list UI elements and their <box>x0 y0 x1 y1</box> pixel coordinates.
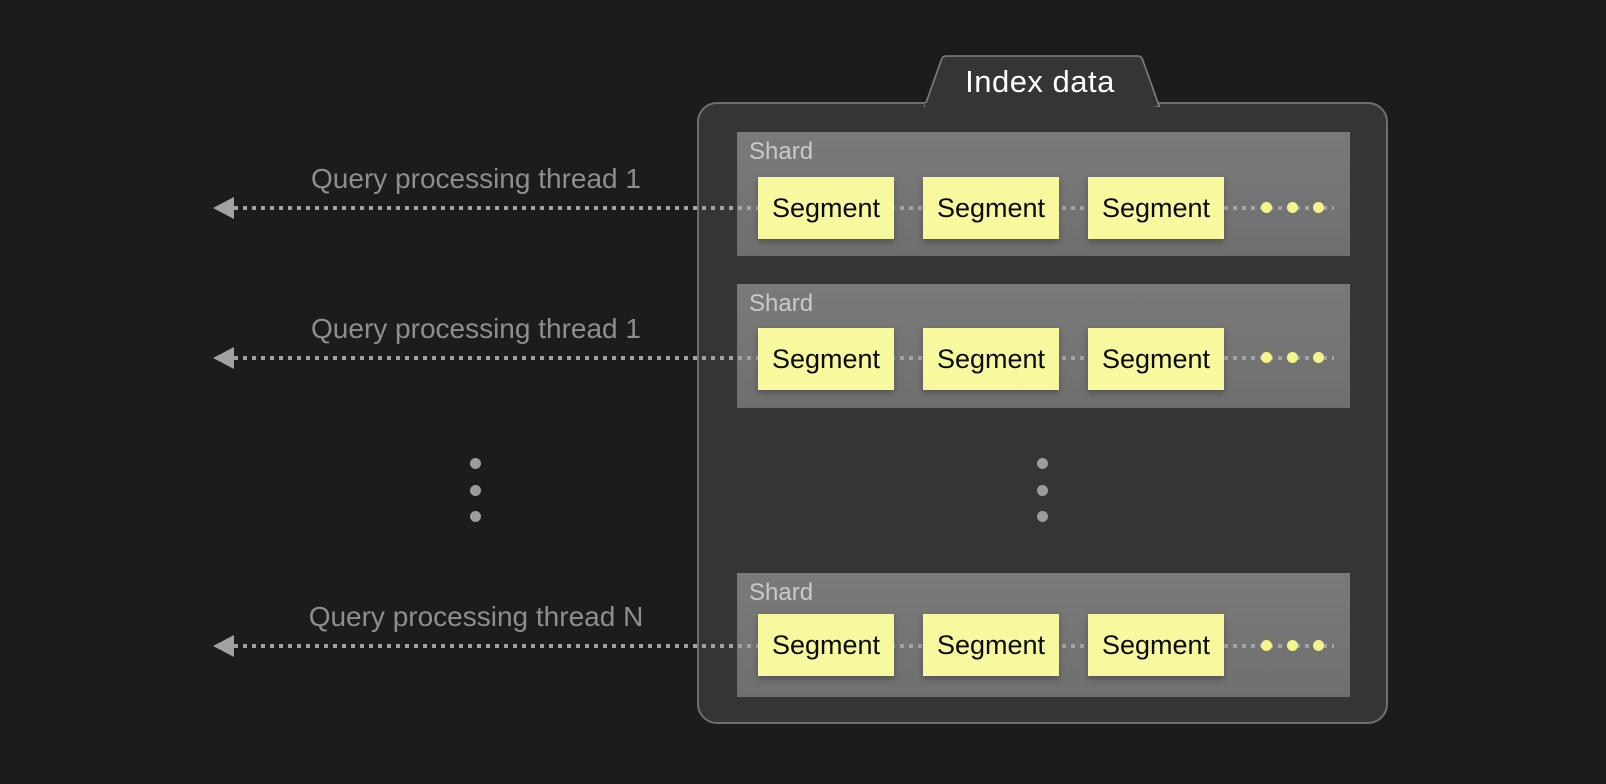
more-segments-dot-icon <box>1313 352 1324 363</box>
index-data-tab <box>918 55 1162 107</box>
left-arrow-icon <box>213 197 234 219</box>
more-shards-ellipsis-dot-icon <box>1037 511 1048 522</box>
segment-box: Segment <box>758 177 894 239</box>
segment-box: Segment <box>1088 614 1224 676</box>
query-thread-label-1: Query processing thread 1 <box>311 163 641 194</box>
left-arrow-icon <box>213 635 234 657</box>
left-arrow-icon <box>213 347 234 369</box>
more-shards-ellipsis-dot-icon <box>1037 485 1048 496</box>
more-segments-dot-icon <box>1287 640 1298 651</box>
more-threads-ellipsis-dot-icon <box>470 511 481 522</box>
more-segments-dot-icon <box>1261 640 1272 651</box>
more-segments-dot-icon <box>1261 202 1272 213</box>
shard-label: Shard <box>749 290 814 317</box>
more-segments-dot-icon <box>1313 640 1324 651</box>
more-threads-ellipsis-dot-icon <box>470 458 481 469</box>
more-segments-dot-icon <box>1287 202 1298 213</box>
segment-box: Segment <box>1088 177 1224 239</box>
more-segments-dot-icon <box>1313 202 1324 213</box>
more-segments-dot-icon <box>1287 352 1298 363</box>
segment-box: Segment <box>923 614 1059 676</box>
query-thread-label-2: Query processing thread 1 <box>311 313 641 344</box>
more-segments-dot-icon <box>1261 352 1272 363</box>
shard-label: Shard <box>749 138 814 165</box>
segment-box: Segment <box>758 614 894 676</box>
segment-box: Segment <box>758 328 894 390</box>
segment-box: Segment <box>923 328 1059 390</box>
panel-title: Index data <box>965 64 1115 99</box>
segment-box: Segment <box>923 177 1059 239</box>
query-thread-label-3: Query processing thread N <box>308 601 644 632</box>
segment-box: Segment <box>1088 328 1224 390</box>
shard-label: Shard <box>749 579 814 606</box>
more-threads-ellipsis-dot-icon <box>470 485 481 496</box>
tab-trapezoid-shape <box>923 55 1161 107</box>
more-shards-ellipsis-dot-icon <box>1037 458 1048 469</box>
